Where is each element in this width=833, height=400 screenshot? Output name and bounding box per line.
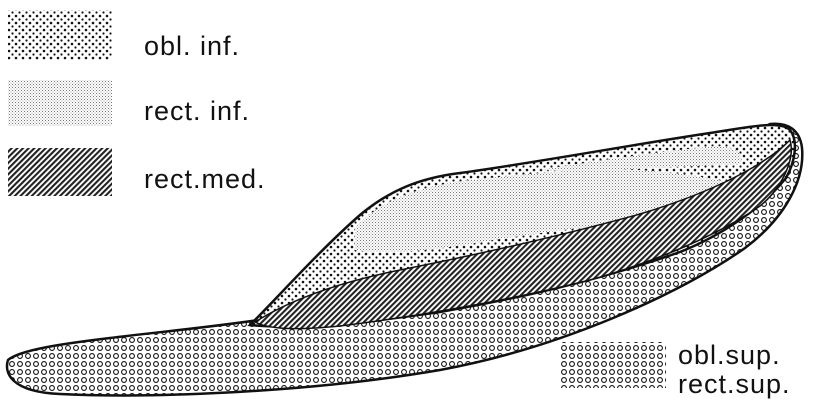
legend-label-obl-sup: obl.sup. (678, 340, 781, 370)
legend-swatch-obl-sup-rect-sup (560, 342, 666, 388)
legend-label-rect-med: rect.med. (144, 164, 266, 194)
legend-swatch-rect-inf (8, 80, 112, 126)
legend-swatch-obl-inf (8, 10, 112, 60)
legend-label-obl-inf: obl. inf. (144, 31, 240, 61)
legend-label-rect-inf: rect. inf. (144, 96, 250, 126)
legend-swatch-rect-med (8, 148, 112, 196)
legend-label-rect-sup: rect.sup. (678, 369, 791, 399)
